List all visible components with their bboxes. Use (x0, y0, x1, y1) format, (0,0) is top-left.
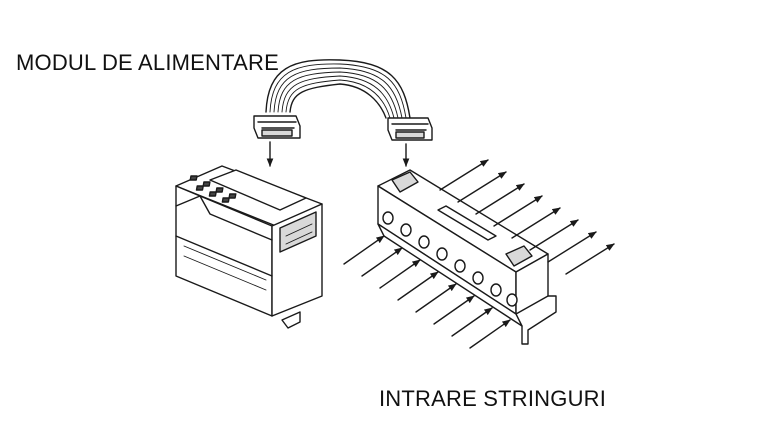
left-connector-plug (253, 115, 301, 139)
power-module-label: MODUL DE ALIMENTARE (16, 50, 279, 75)
input-ports (382, 211, 518, 307)
power-supply-module (175, 165, 323, 329)
ribbon-cable (265, 59, 411, 119)
right-connector-plug (387, 117, 433, 141)
string-inputs-label: INTRARE STRINGURI (379, 386, 607, 411)
output-arrows (439, 159, 615, 275)
string-input-block (377, 169, 557, 345)
input-arrows (343, 235, 511, 349)
